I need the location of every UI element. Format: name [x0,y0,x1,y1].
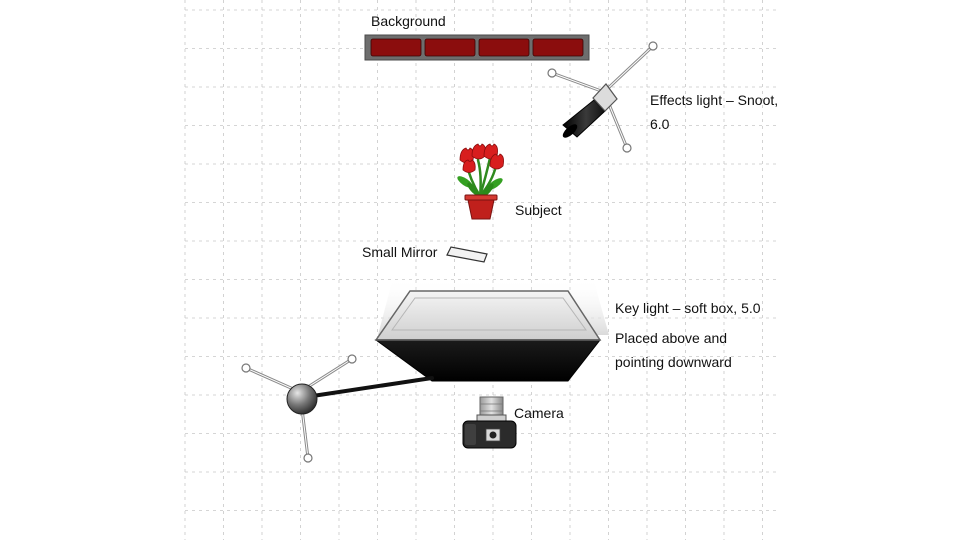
subject-label: Subject [515,202,562,218]
key-light-stand [241,354,434,463]
effects-light-snoot [547,41,658,153]
key-light-note-line2: pointing downward [615,354,732,370]
background-grid [184,0,776,540]
key-light-note-line1: Placed above and [615,330,728,346]
key-light-head-icon [286,383,318,415]
background-panel [424,38,476,57]
camera-icon [462,396,517,449]
subject-flower-pot [457,143,504,220]
effects-light-label-line2: 6.0 [650,116,670,132]
background-label: Background [371,13,446,29]
background-panel [532,38,584,57]
key-light-label: Key light – soft box, 5.0 [615,300,761,316]
camera-label: Camera [514,405,564,421]
background-backdrop [364,34,590,61]
key-light-softbox [374,278,609,382]
small-mirror-label: Small Mirror [362,244,438,260]
effects-light-label: Effects light – Snoot, 6.0 [650,88,778,136]
key-light-note: Placed above and pointing downward [615,326,732,374]
background-panel [478,38,530,57]
small-mirror [446,246,488,263]
background-panel [370,38,422,57]
effects-light-label-line1: Effects light – Snoot, [650,92,779,108]
